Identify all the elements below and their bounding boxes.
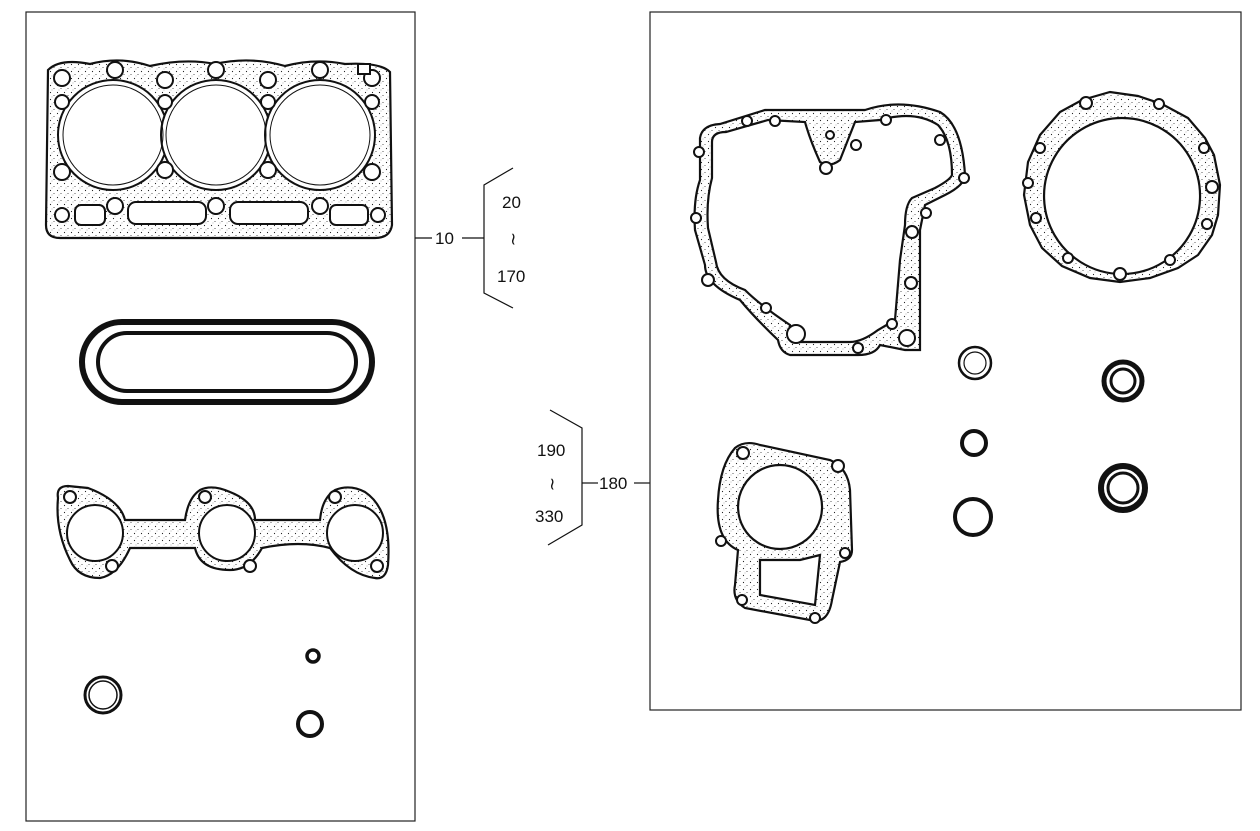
timing-cover-gasket bbox=[690, 103, 970, 357]
right-kit-frame bbox=[649, 11, 1242, 711]
left-seal-rings bbox=[83, 648, 324, 738]
callout-10-ref: 10 bbox=[435, 229, 454, 248]
right-seal-rings bbox=[953, 345, 1148, 537]
left-kit-frame bbox=[25, 11, 416, 822]
callout-10-range-sep: ~ bbox=[503, 232, 523, 246]
callout-180-range-end: 330 bbox=[535, 507, 563, 526]
water-pump-gasket bbox=[715, 441, 854, 624]
manifold-gasket bbox=[56, 484, 390, 580]
callout-10-range-start: 20 bbox=[502, 193, 521, 212]
callout-10: 10 20 ~ 170 bbox=[415, 167, 525, 309]
callout-180: 190 ~ 330 180 bbox=[535, 409, 650, 546]
rocker-cover-gasket bbox=[79, 319, 375, 405]
cylinder-head-gasket bbox=[44, 59, 394, 240]
callout-10-range-end: 170 bbox=[497, 267, 525, 286]
callout-180-range-start: 190 bbox=[537, 441, 565, 460]
callout-180-range-sep: ~ bbox=[542, 477, 562, 491]
callout-180-ref: 180 bbox=[599, 474, 627, 493]
flywheel-housing-gasket bbox=[1022, 90, 1222, 284]
